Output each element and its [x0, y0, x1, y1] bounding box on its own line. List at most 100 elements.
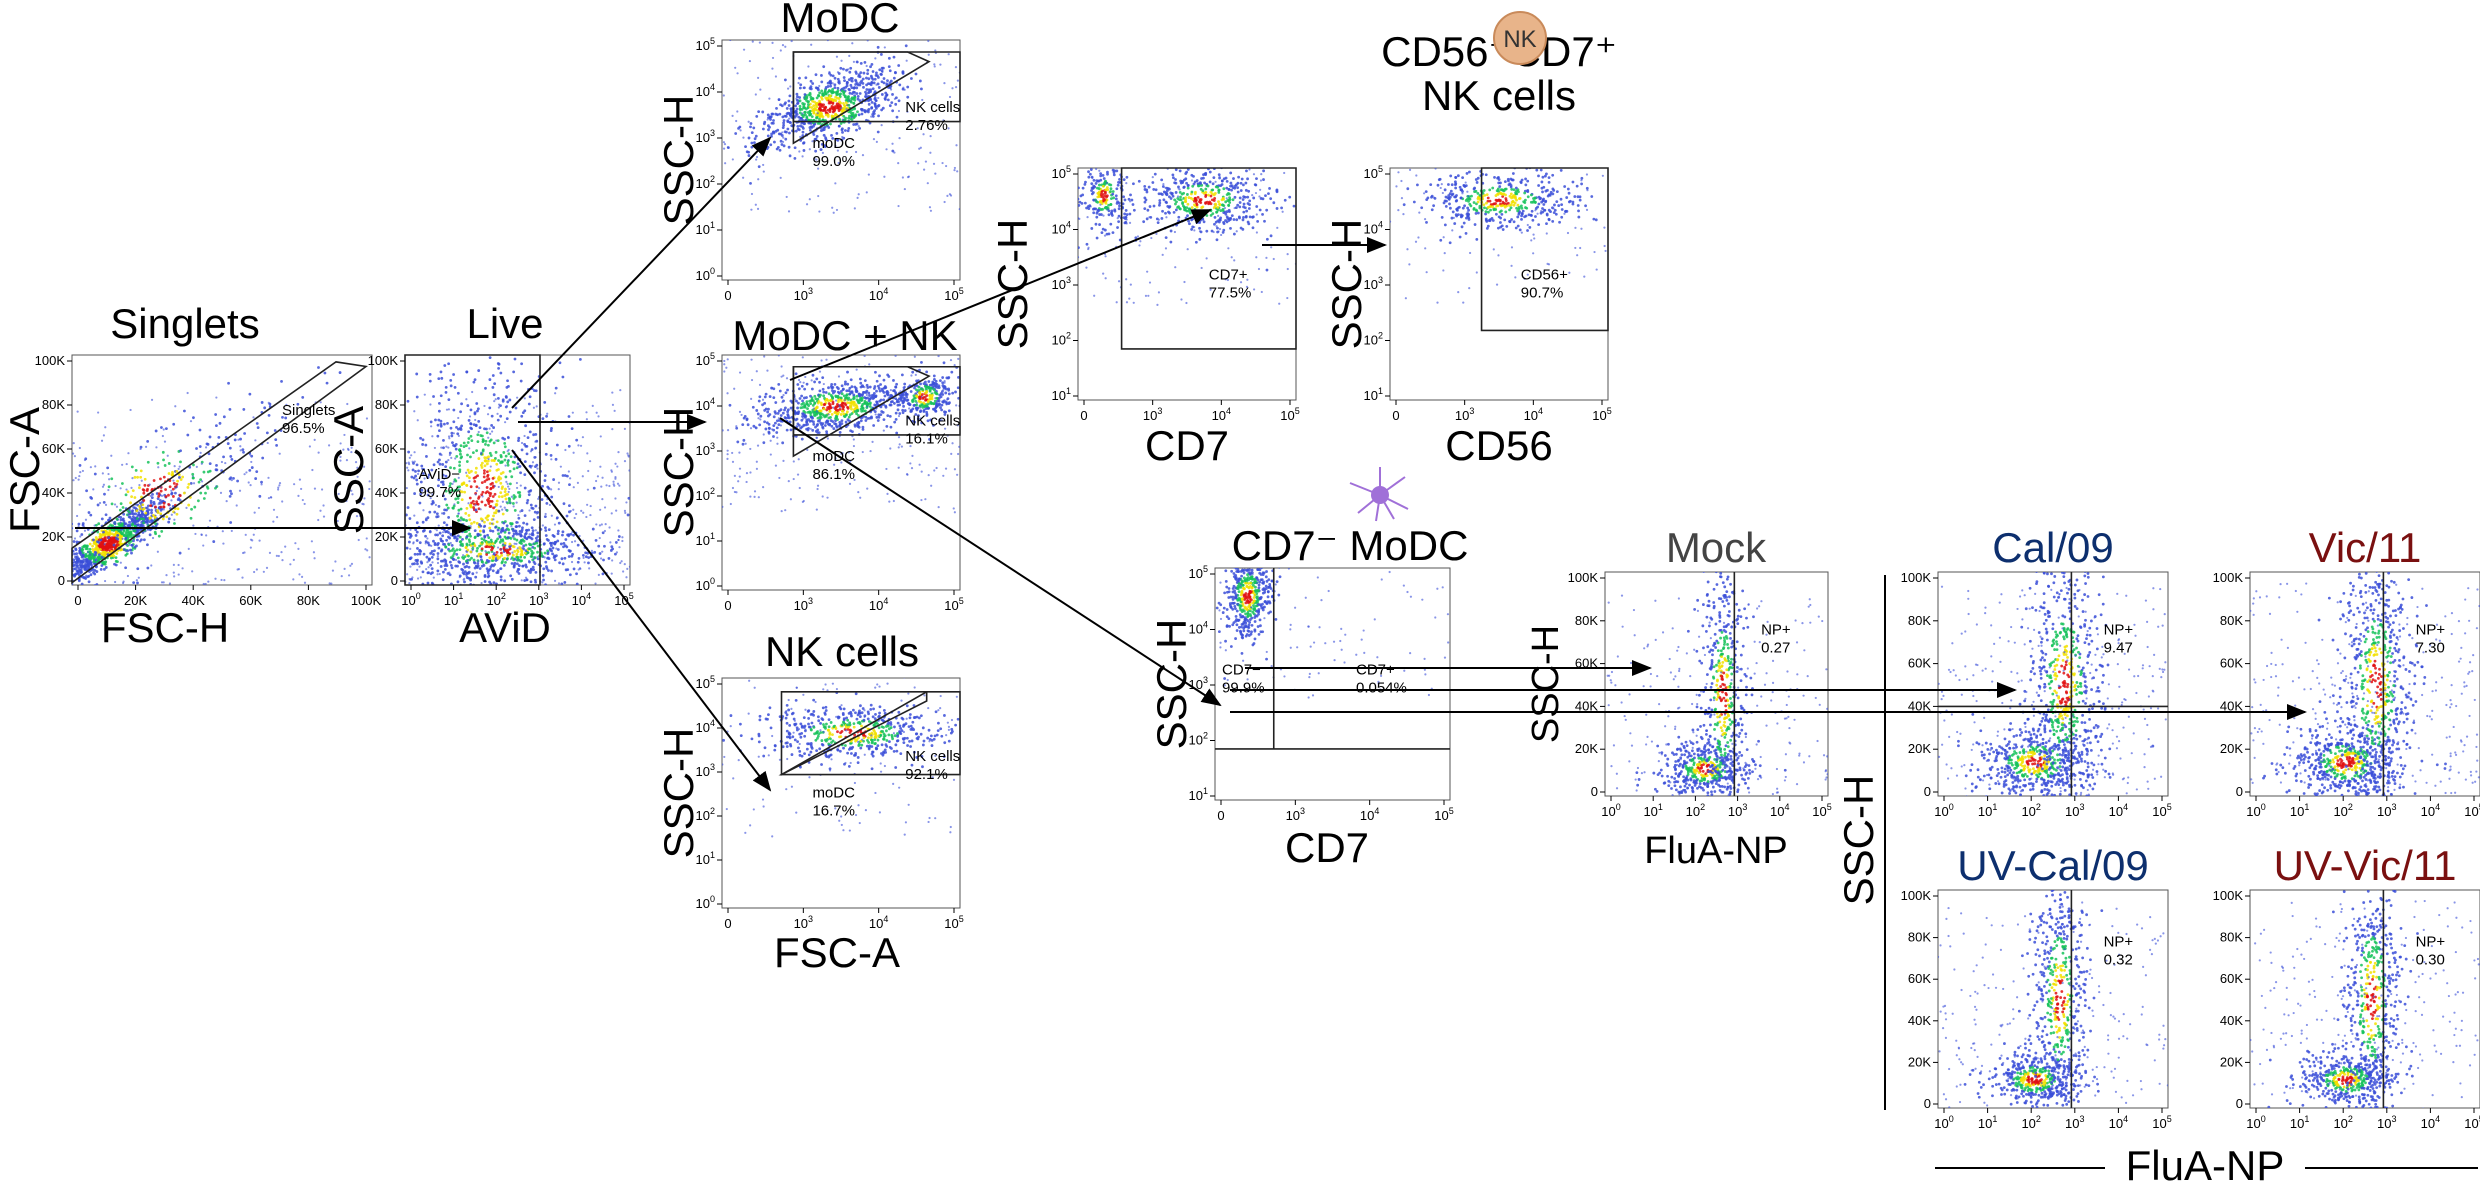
event-density: [722, 40, 960, 214]
y-axis-label: SSC-H: [655, 407, 702, 538]
x-tick-label: 0: [1080, 408, 1087, 423]
y-tick-label: 20K: [2220, 1054, 2243, 1069]
panel-vic11: NP+7.30100101102103104105020K40K60K80K10…: [2213, 524, 2480, 819]
y-tick-label: 104: [696, 396, 715, 413]
event-density: [1606, 572, 1828, 796]
panel-title: Mock: [1666, 524, 1767, 571]
gate-outline: [792, 51, 931, 145]
gate-name: CD7−: [1222, 662, 1261, 679]
gating-arrow: [511, 136, 772, 409]
x-tick-label: 104: [2109, 802, 2128, 819]
y-tick-label: 20K: [1908, 741, 1931, 756]
gate-value: 0.32: [2104, 952, 2133, 969]
gating-arrow: [779, 417, 1222, 707]
y-tick-label: 0: [1924, 1096, 1931, 1111]
y-tick-label: 103: [1052, 275, 1071, 292]
event-density: [1390, 168, 1607, 304]
gate-name: CD56+: [1521, 266, 1568, 283]
y-tick-label: 102: [696, 486, 715, 503]
y-axis-label: SSC-A: [325, 406, 372, 534]
gate-value: 77.5%: [1209, 284, 1252, 301]
gating-arrow: [789, 209, 1212, 381]
x-tick-label: 103: [2065, 802, 2084, 819]
gate-value: 2.76%: [905, 117, 948, 134]
gate-name: NK cells: [905, 413, 960, 430]
x-tick-label: 104: [1770, 802, 1789, 819]
y-axis-label: SSC-H: [1323, 219, 1370, 350]
x-tick-label: 102: [2021, 802, 2040, 819]
plot-frame: [721, 39, 961, 281]
panel-title: MoDC: [780, 0, 899, 41]
gate-outline: [71, 361, 369, 585]
plot-frame: [2249, 571, 2480, 797]
gate-outline: [1120, 167, 1297, 350]
x-tick-label: 105: [1280, 406, 1299, 423]
x-tick-label: 102: [486, 591, 505, 608]
y-tick-label: 103: [696, 441, 715, 458]
y-tick-label: 103: [696, 128, 715, 145]
panel-title: Cal/09: [1992, 524, 2113, 571]
x-tick-label: 40K: [182, 593, 205, 608]
y-tick-label: 101: [696, 220, 715, 237]
panel-title: MoDC + NK: [732, 312, 957, 359]
x-tick-label: 101: [1643, 802, 1662, 819]
x-tick-label: 100: [2246, 1114, 2265, 1131]
gate-value: 96.5%: [282, 420, 325, 437]
x-tick-label: 100: [401, 591, 420, 608]
gate-value: 99.7%: [419, 484, 462, 501]
gate-name: NP+: [2416, 934, 2446, 951]
x-tick-label: 104: [869, 596, 888, 613]
x-tick-label: 104: [2109, 1114, 2128, 1131]
y-axis-label: FSC-A: [1, 407, 48, 533]
x-tick-label: 105: [944, 286, 963, 303]
x-tick-label: 104: [1212, 406, 1231, 423]
event-density: [722, 678, 960, 838]
y-tick-label: 60K: [1575, 656, 1598, 671]
y-tick-label: 40K: [1908, 1013, 1931, 1028]
gate-value: 0.27: [1761, 640, 1790, 657]
x-axis-label: FSC-A: [774, 929, 900, 976]
gate-outline: [780, 690, 928, 776]
plot-frame: [721, 354, 961, 591]
x-tick-label: 103: [1143, 406, 1162, 423]
y-tick-label: 60K: [42, 441, 65, 456]
y-tick-label: 105: [1052, 164, 1071, 181]
x-tick-label: 104: [869, 914, 888, 931]
gate-name: CD7+: [1209, 266, 1248, 283]
x-tick-label: 105: [1812, 802, 1831, 819]
x-tick-label: 104: [2421, 802, 2440, 819]
y-tick-label: 20K: [1908, 1054, 1931, 1069]
gate-value: 16.1%: [905, 431, 948, 448]
nk-badge-label: NK: [1503, 26, 1536, 53]
y-tick-label: 0: [2236, 1096, 2243, 1111]
panel-title: UV-Cal/09: [1957, 842, 2148, 889]
gate-name: NP+: [1761, 622, 1791, 639]
x-axis-label: CD7: [1285, 824, 1369, 871]
plot-frame: [1077, 167, 1297, 401]
gate-name: NP+: [2104, 622, 2134, 639]
y-tick-label: 101: [1052, 386, 1071, 403]
y-tick-label: 105: [696, 36, 715, 53]
x-axis-label: CD56: [1445, 422, 1552, 469]
y-tick-label: 60K: [2220, 656, 2243, 671]
y-tick-label: 102: [1364, 331, 1383, 348]
gate-name: moDC: [812, 785, 855, 802]
y-tick-label: 80K: [42, 397, 65, 412]
x-tick-label: 100: [1934, 802, 1953, 819]
gate-name: Singlets: [282, 402, 335, 419]
panel-title: Live: [466, 300, 543, 347]
y-tick-label: 104: [696, 82, 715, 99]
gate-value: 90.7%: [1521, 284, 1564, 301]
y-tick-label: 100K: [1901, 570, 1932, 585]
x-tick-label: 103: [794, 914, 813, 931]
plot-frame: [1214, 567, 1451, 801]
x-tick-label: 101: [444, 591, 463, 608]
dendritic-cell-icon: [1349, 467, 1409, 522]
event-density: [405, 356, 630, 585]
event-density: [1215, 568, 1450, 699]
